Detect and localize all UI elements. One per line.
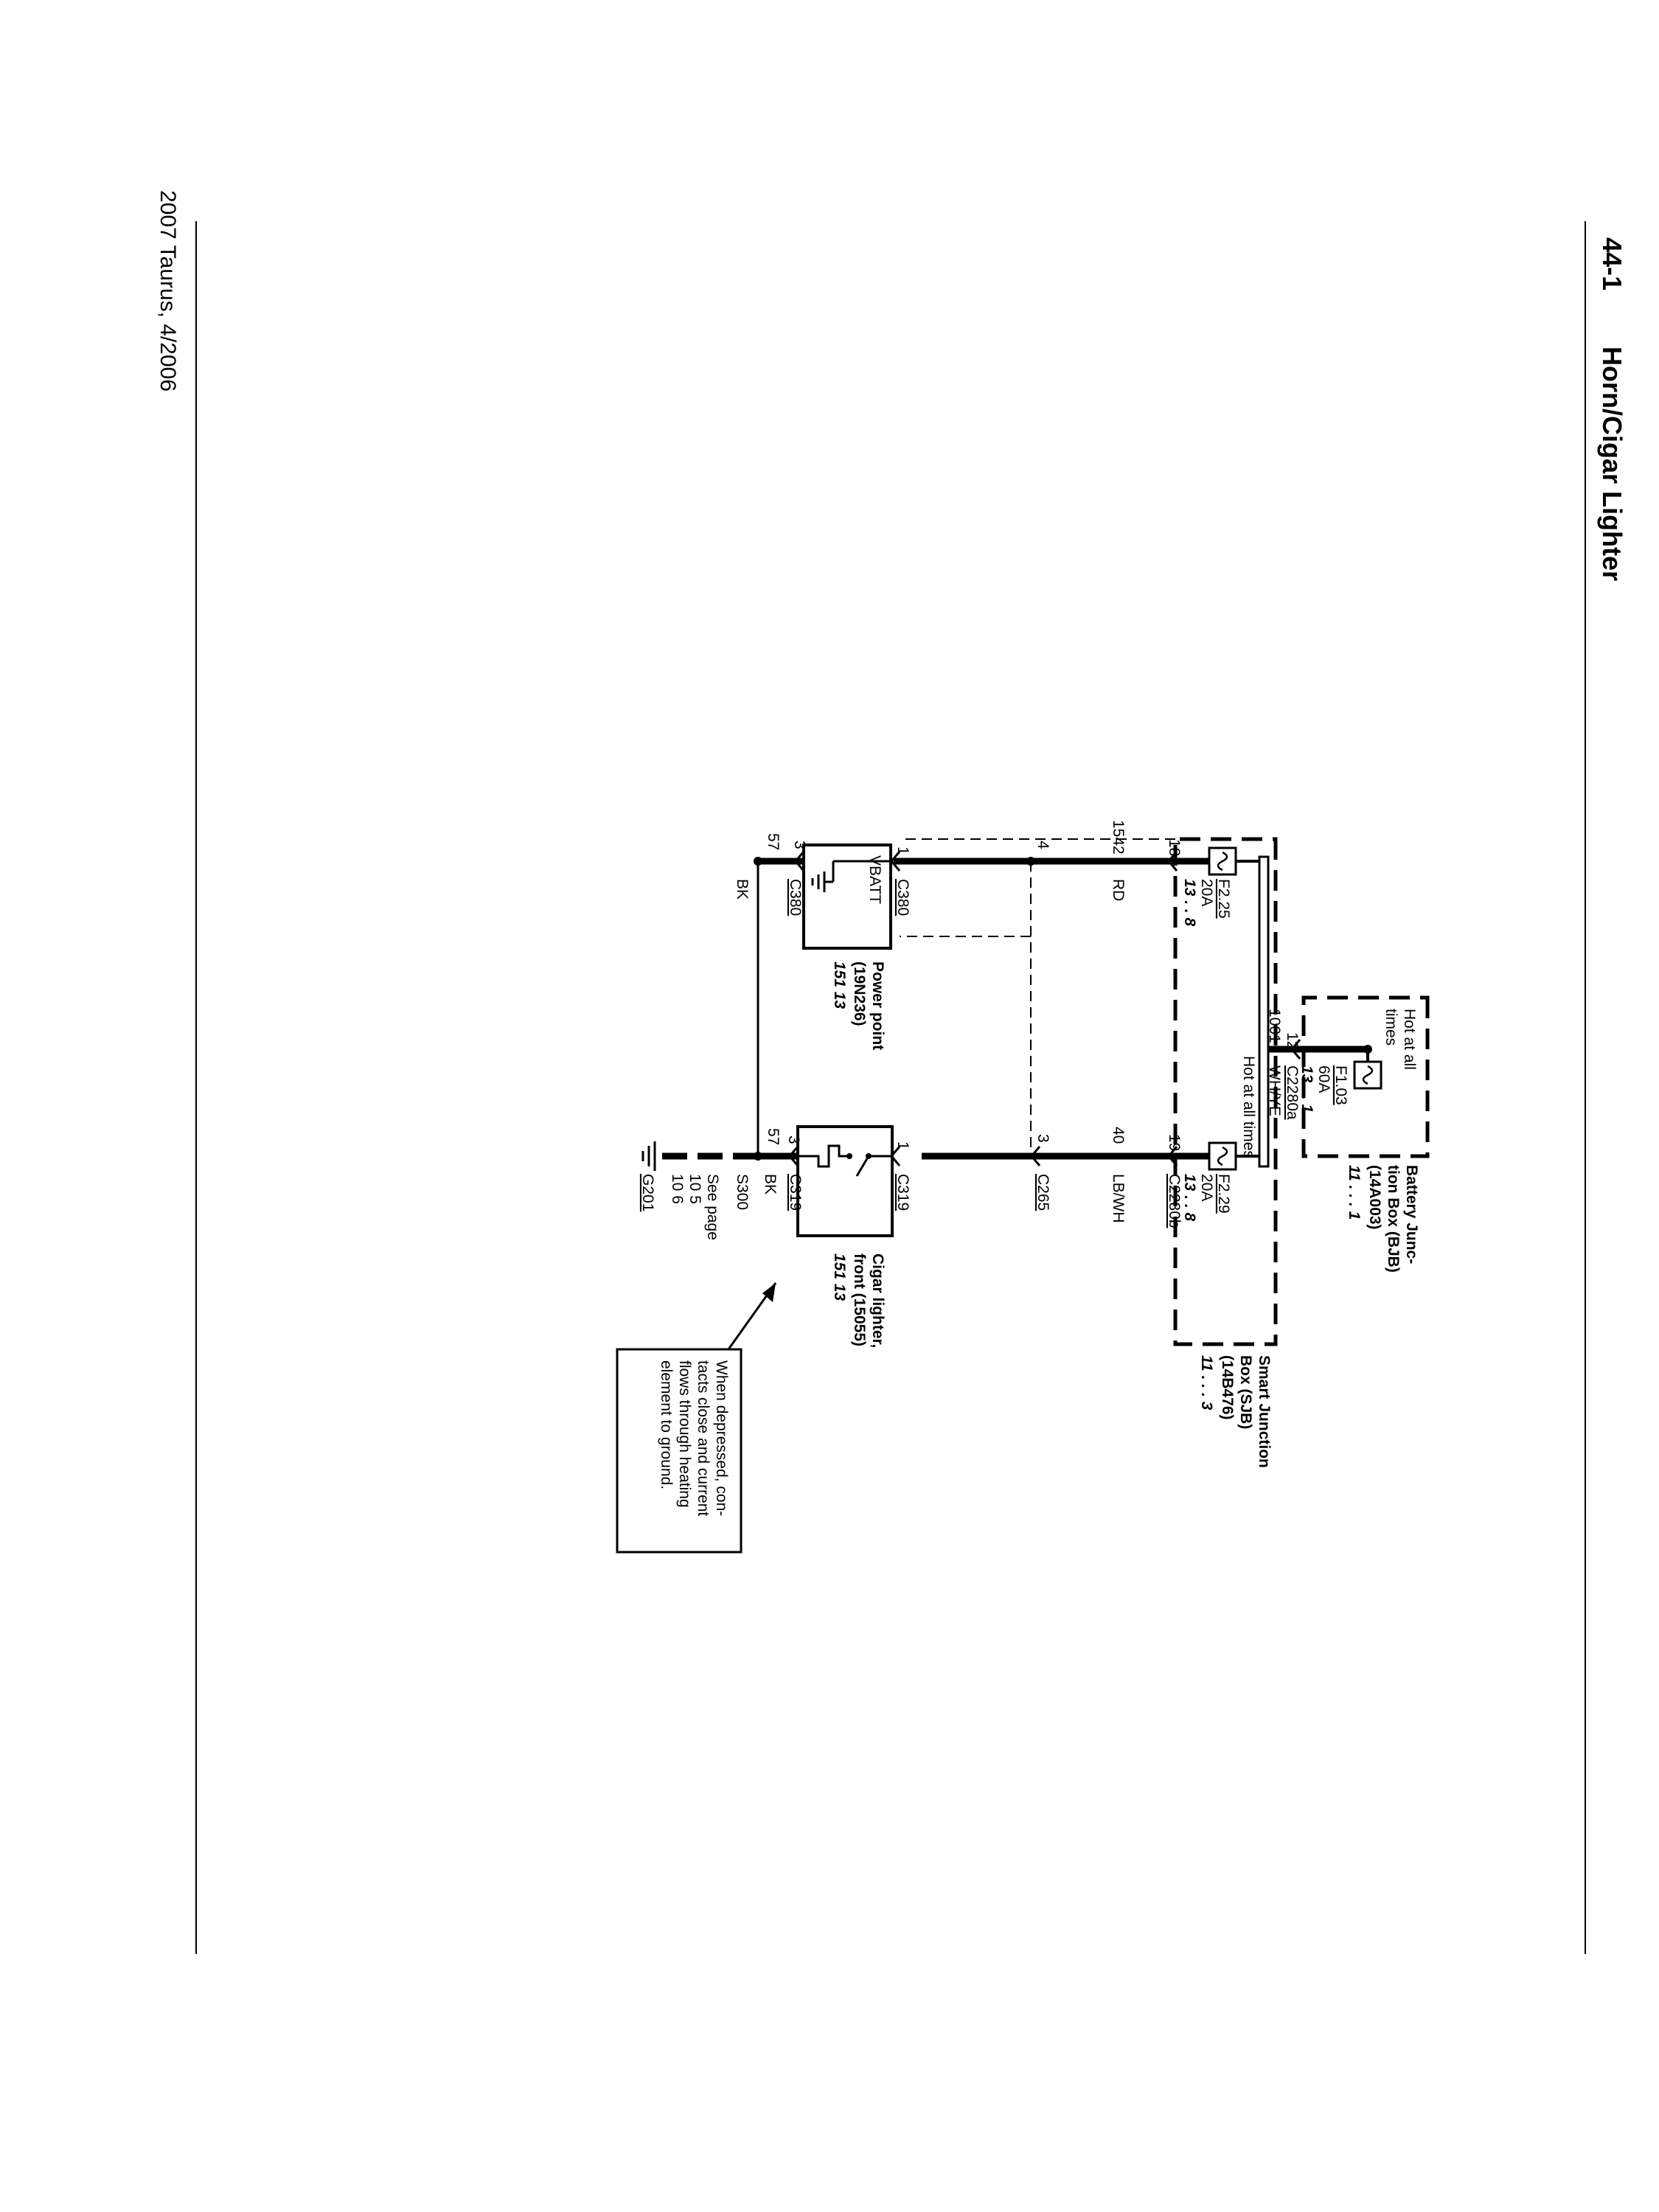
callout-line-2: tacts close and current: [695, 1360, 712, 1516]
bjb-hot-label-1: Hot at all: [1401, 1009, 1418, 1070]
right-color: LB/WH: [1110, 1174, 1127, 1223]
right-splice: S300: [734, 1174, 751, 1210]
callout-line-3: flows through heating: [676, 1360, 693, 1508]
left-device-conn3: C380: [787, 879, 804, 916]
left-ground-circuit: 57: [765, 833, 782, 850]
bjb-name-2: tion Box (BJB): [1385, 1165, 1402, 1273]
bjb-box: [1301, 995, 1430, 1158]
callout-box: [616, 1348, 742, 1554]
left-color: RD: [1110, 879, 1127, 901]
sjb-ref: 11 . . . 3: [1198, 1355, 1215, 1411]
sjb-fuse-left-rating: 20A: [1198, 879, 1215, 906]
sjb-name-2: Box (SJB): [1237, 1355, 1254, 1429]
cigar-lighter-name-1: Cigar lighter,: [869, 1253, 886, 1348]
sjb-box: [1173, 837, 1278, 1346]
page-footer: 2007 Taurus, 4/2006: [156, 190, 180, 392]
power-point-label: VBATT: [866, 855, 883, 904]
right-device-connector3-icon: [788, 1146, 799, 1166]
ground-symbol-icon: [641, 1141, 656, 1171]
bjb-fuse-rating: 60A: [1315, 1065, 1332, 1093]
feed-connector: C2280a: [1284, 1065, 1301, 1120]
left-device-connector3-icon: [794, 851, 805, 872]
right-sjb-conn: C2280b: [1166, 1174, 1183, 1228]
sjb-fuse-right-icon: [1208, 1141, 1237, 1171]
feed-pin: 12: [1284, 1032, 1301, 1049]
power-point-name-2: (19N236): [851, 961, 868, 1026]
bjb-fuse-ref: 13 . . 1: [1298, 1065, 1315, 1113]
power-point-ref: 151 13: [831, 961, 848, 1009]
sjb-fuse-left-ref: 13 . . 8: [1181, 879, 1198, 927]
left-sjb-pin: 18: [1166, 839, 1183, 856]
left-ground-color: BK: [734, 879, 751, 900]
left-device-pin3: 3: [791, 841, 808, 849]
power-point-name-1: Power point: [869, 961, 886, 1050]
cigar-lighter-switch-icon: [798, 1144, 892, 1177]
sjb-fuse-right-id: F2.29: [1215, 1174, 1232, 1214]
right-sjb-connector-icon: [1167, 1146, 1178, 1166]
sjb-bus-label: Hot at all times: [1240, 1056, 1257, 1158]
bjb-ref: 11 . . . 1: [1346, 1165, 1363, 1220]
see-page-1: See page: [704, 1174, 721, 1240]
right-sjb-pin: 19: [1166, 1134, 1183, 1151]
cigar-lighter-name-2: front (15055): [851, 1253, 868, 1346]
right-pin-conn: C265: [1034, 1174, 1051, 1211]
bjb-fuse-id: F1.03: [1332, 1065, 1349, 1105]
left-sjb-connector-icon: [1167, 851, 1178, 872]
right-device-pin1: 1: [894, 1141, 911, 1150]
bjb-hot-label-2: times: [1382, 1009, 1399, 1046]
left-circuit: 1542: [1110, 820, 1127, 855]
sjb-fuse-right-ref: 13 . . 8: [1181, 1174, 1198, 1222]
ground-id: G201: [639, 1174, 656, 1211]
sjb-fuse-right-rating: 20A: [1198, 1174, 1215, 1201]
left-pin-in: 4: [1034, 841, 1051, 849]
right-ground-circuit: 57: [765, 1128, 782, 1145]
page-title: Horn/Cigar Lighter: [1597, 347, 1627, 581]
bjb-name-1: Battery Junc-: [1403, 1165, 1420, 1264]
sjb-busbar: [1258, 855, 1270, 1168]
right-device-conn3: C319: [787, 1174, 804, 1211]
cigar-lighter-ref: 151 13: [831, 1253, 848, 1301]
sjb-name-1: Smart Junction: [1256, 1355, 1273, 1468]
callout-arrow-icon: [727, 1282, 777, 1350]
left-device-pin1: 1: [894, 846, 911, 855]
power-point-ground-icon: [811, 860, 891, 892]
left-device-conn1: C380: [894, 879, 911, 916]
feed-junction-dot: [1363, 1045, 1372, 1054]
callout-line-4: element to ground.: [658, 1360, 675, 1489]
sjb-fuse-left-id: F2.25: [1215, 879, 1232, 919]
right-ground-color: BK: [762, 1174, 779, 1194]
power-point-box: [802, 844, 892, 950]
feed-connector-icon: [1290, 1039, 1301, 1060]
sjb-name-3: (14B476): [1219, 1355, 1236, 1420]
right-device-conn1: C319: [894, 1174, 911, 1211]
see-page-3: 10 6: [669, 1174, 686, 1204]
right-pin-in: 3: [1034, 1134, 1051, 1143]
see-page-2: 10 5: [686, 1174, 703, 1204]
right-device-pin3: 3: [785, 1135, 802, 1144]
page-number: 44-1: [1597, 237, 1627, 291]
callout-line-1: When depressed, con-: [713, 1360, 730, 1516]
bjb-name-3: (14A003): [1366, 1165, 1383, 1230]
right-circuit: 40: [1110, 1127, 1127, 1144]
cigar-lighter-box: [796, 1125, 894, 1237]
sjb-fuse-left-icon: [1208, 846, 1237, 876]
bjb-fuse-icon: [1353, 1060, 1382, 1090]
